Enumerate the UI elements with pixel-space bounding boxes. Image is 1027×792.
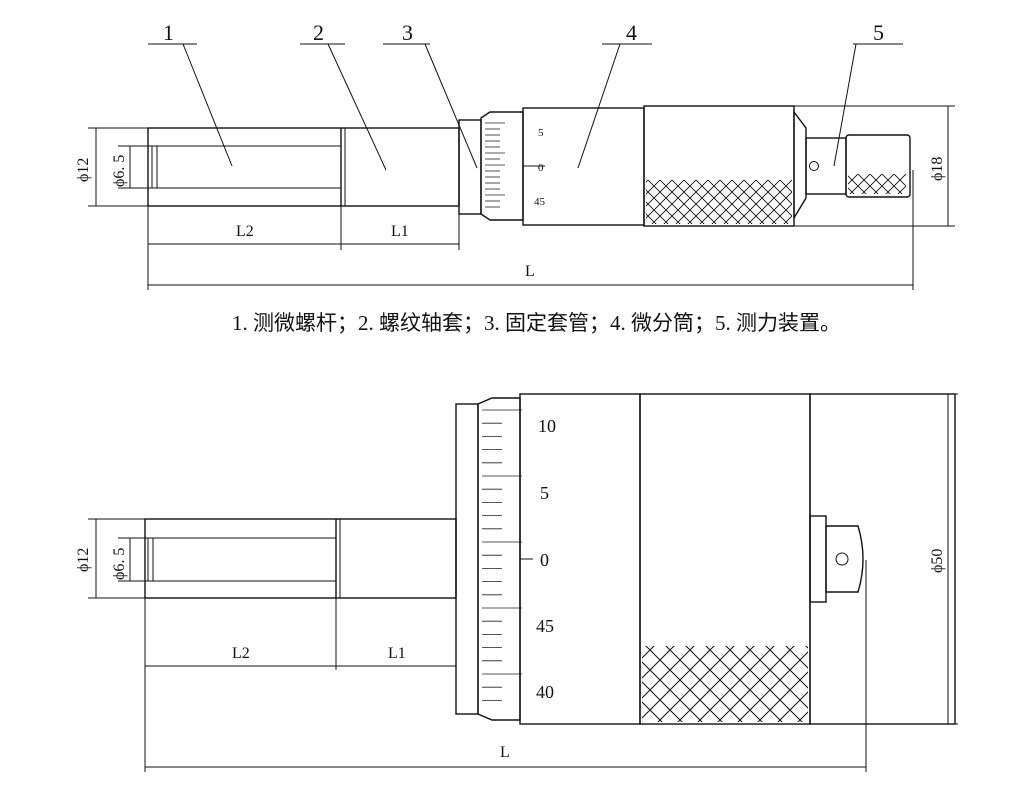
- bottom-scale-0: 0: [540, 550, 549, 570]
- top-dim-L: L: [525, 263, 535, 280]
- top-spindle-body: [147, 127, 460, 207]
- bottom-dim-L2: L2: [232, 645, 250, 662]
- bottom-spindle-body: [144, 518, 457, 599]
- bottom-ratchet: [825, 525, 864, 593]
- callout-4: 4: [626, 20, 637, 45]
- callout-5: 5: [873, 20, 884, 45]
- top-figure: [88, 43, 955, 290]
- bottom-scale-10: 10: [538, 416, 556, 436]
- parts-caption: 1. 测微螺杆；2. 螺纹轴套；3. 固定套管；4. 微分筒；5. 测力装置。: [232, 311, 841, 335]
- bottom-dim-d50: ϕ50: [929, 549, 946, 573]
- bottom-dim-d12: ϕ12: [75, 548, 92, 572]
- top-thimble-scale: [480, 111, 524, 221]
- bottom-scale-40: 40: [536, 682, 554, 702]
- bottom-flange: [455, 403, 479, 715]
- bottom-fixed-sleeve: [519, 393, 641, 725]
- bottom-thimble-scale: [477, 397, 521, 721]
- top-scale-45: 45: [534, 196, 546, 208]
- bottom-scale-45: 45: [536, 616, 554, 636]
- bottom-dim-L: L: [500, 744, 510, 761]
- top-dim-d18: ϕ18: [929, 157, 946, 181]
- top-dim-d65: ϕ6. 5: [111, 155, 128, 187]
- bottom-dim-d65: ϕ6. 5: [111, 548, 128, 580]
- top-scale-0: 0: [538, 162, 544, 174]
- top-dim-L2: L2: [236, 223, 254, 240]
- bottom-figure: [88, 393, 958, 772]
- callout-1: 1: [163, 20, 174, 45]
- bottom-dim-L1: L1: [388, 645, 406, 662]
- top-ratchet-cap: [793, 109, 807, 221]
- top-dim-L1: L1: [391, 223, 409, 240]
- callout-3: 3: [402, 20, 413, 45]
- callout-2: 2: [313, 20, 324, 45]
- top-scale-5: 5: [538, 127, 544, 139]
- top-dim-d12: ϕ12: [75, 158, 92, 182]
- bottom-scale-5: 5: [540, 483, 549, 503]
